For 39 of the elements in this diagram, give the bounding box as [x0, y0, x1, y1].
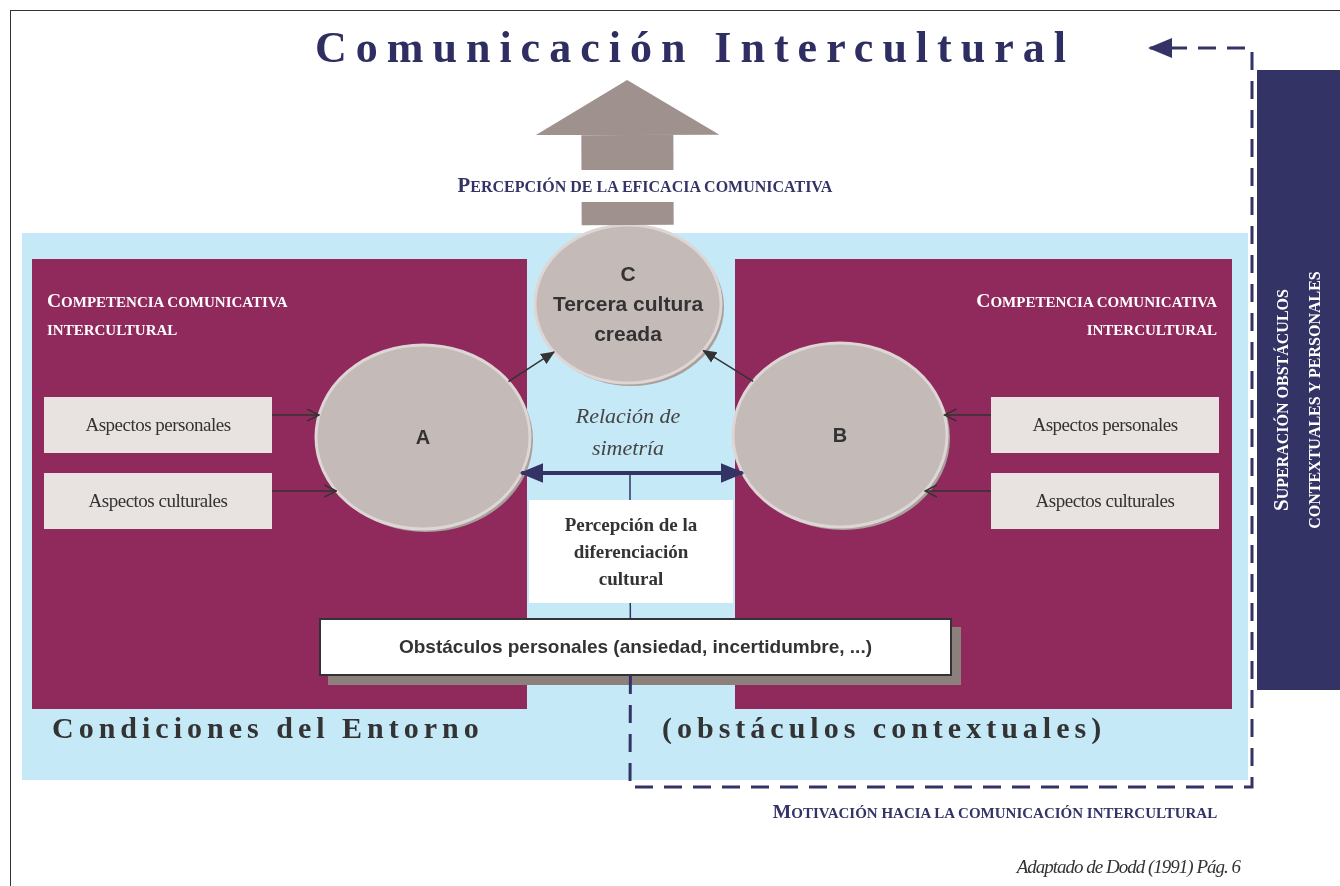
- box-label: Aspectos culturales: [88, 490, 228, 512]
- band-heading: (obstáculos contextuales): [662, 711, 1108, 745]
- connector-line: [629, 472, 631, 501]
- panel-heading: COMPETENCIA COMUNICATIVA INTERCULTURAL: [47, 289, 289, 340]
- third-culture-ellipse: [532, 222, 724, 386]
- arrow: [271, 484, 338, 498]
- ellipse-label: B: [832, 423, 848, 448]
- box-label: Aspectos culturales: [1035, 490, 1175, 512]
- person-ellipse: [730, 340, 950, 530]
- box-label: Obstáculos personales (ansiedad, incertidumbre, ...): [399, 636, 872, 658]
- bar-label: SUPERACIÓN OBSTÁCULOS CONTEXTUALES Y PERSONALES: [1267, 270, 1324, 531]
- environment-band: [22, 233, 1248, 780]
- arrow: [519, 463, 745, 483]
- ellipse-label: Tercera cultura creada: [551, 291, 705, 347]
- connector-line: [629, 602, 632, 619]
- title-text: Comunicación Intercultural: [314, 22, 1076, 73]
- overcoming-bar: [1257, 70, 1340, 690]
- panel-heading: COMPETENCIA COMUNICATIVA INTERCULTURAL: [975, 289, 1217, 340]
- aspect-box: [991, 397, 1219, 453]
- box-label: Percepción de la diferenciación cultural: [563, 513, 699, 591]
- edge-label: MOTIVACIÓN HACIA LA COMUNICACIÓN INTERCULTURAL: [771, 800, 1219, 824]
- aspect-box: [44, 397, 272, 453]
- ellipse-letter: C: [620, 261, 636, 287]
- source-caption: Adaptado de Dodd (1991) Pág. 6: [1016, 856, 1240, 878]
- arrow: [271, 408, 320, 422]
- arrow: [943, 408, 992, 422]
- band-heading: Condiciones del Entorno: [52, 711, 485, 745]
- perception-box: [529, 500, 733, 603]
- block-arrow: [535, 80, 720, 226]
- arrow: [702, 349, 754, 383]
- box-label: Aspectos personales: [1032, 414, 1178, 436]
- aspect-box: [991, 473, 1219, 529]
- ellipse-label: A: [415, 425, 431, 450]
- person-ellipse: [313, 342, 533, 532]
- aspect-box: [44, 473, 272, 529]
- box-label: Aspectos personales: [85, 414, 231, 436]
- arrow: [507, 351, 555, 383]
- dashed-arrow: [628, 38, 1254, 789]
- arrow: [924, 484, 992, 498]
